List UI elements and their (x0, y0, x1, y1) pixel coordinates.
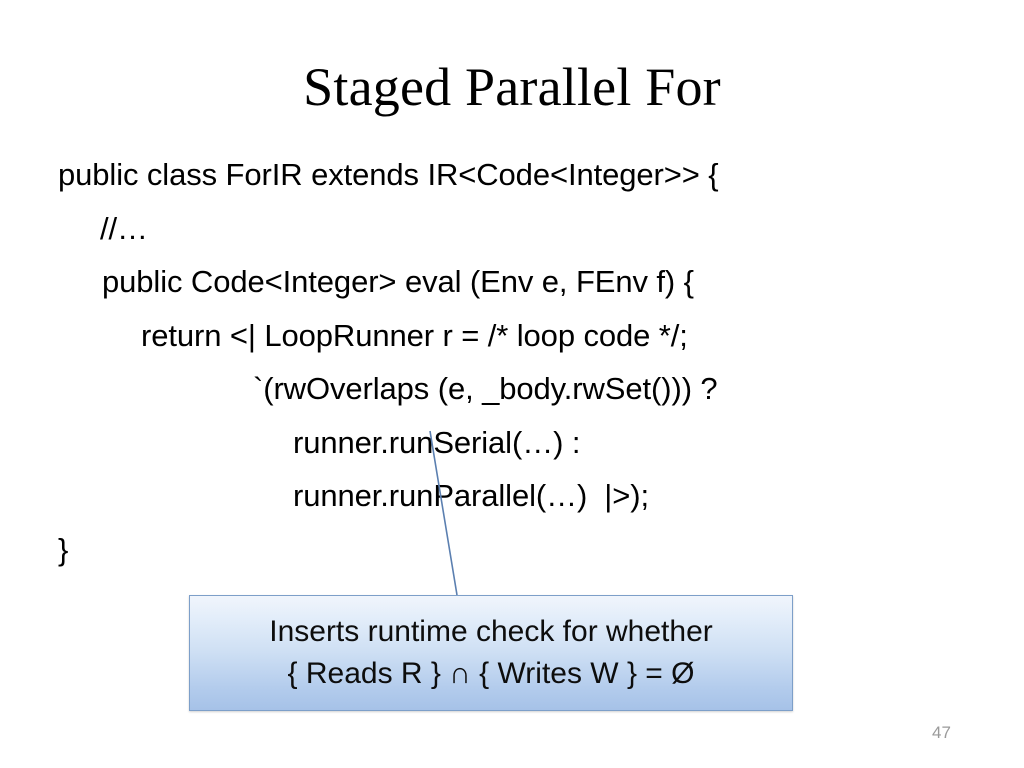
code-line: } (58, 531, 69, 567)
code-line: `(rwOverlaps (e, _body.rwSet())) ? (253, 371, 718, 406)
page-number: 47 (932, 723, 951, 742)
code-line: runner.runSerial(…) : (293, 424, 581, 460)
code-line: return <| LoopRunner r = /* loop code */… (141, 317, 688, 353)
code-line: public class ForIR extends IR<Code<Integ… (58, 157, 719, 192)
code-line: public Code<Integer> eval (Env e, FEnv f… (102, 264, 694, 299)
callout-line-2: { Reads R } ∩ { Writes W } = Ø (287, 657, 695, 690)
code-line: runner.runParallel(…) |>); (293, 478, 649, 513)
code-line: //… (100, 210, 148, 246)
page-title: Staged Parallel For (303, 57, 721, 117)
callout-box: Inserts runtime check for whether { Read… (189, 595, 793, 711)
code-block: public class ForIR extends IR<Code<Integ… (0, 148, 1024, 576)
callout-line-1: Inserts runtime check for whether (269, 615, 713, 648)
